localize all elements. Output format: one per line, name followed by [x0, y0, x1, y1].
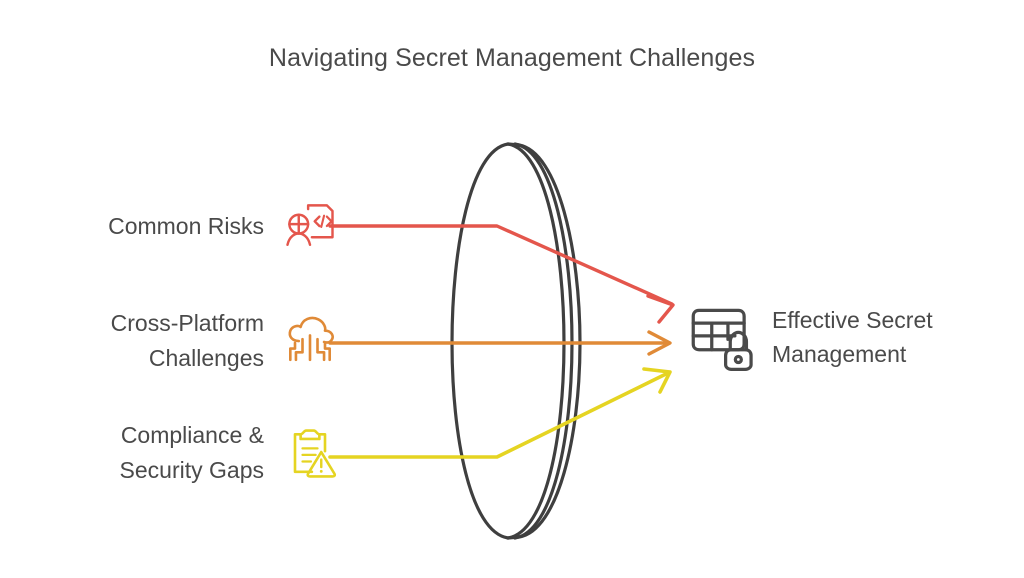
outcome-label: Effective Secret Management — [772, 306, 933, 368]
outcome-item-effective-secret-management[interactable]: Effective Secret Management — [684, 300, 933, 374]
input-label-compliance: Compliance & Security Gaps — [119, 422, 264, 483]
clipboard-warning-icon — [293, 428, 337, 478]
orange-connector-arrow — [328, 330, 672, 356]
input-item-compliance[interactable]: Compliance & Security Gaps — [20, 418, 340, 487]
input-item-common-risks[interactable]: Common Risks — [20, 196, 340, 256]
page-title: Navigating Secret Management Challenges — [268, 44, 756, 72]
input-item-cross-platform[interactable]: Cross-Platform Challenges — [20, 306, 340, 375]
table-lock-icon — [691, 308, 753, 371]
input-label-cross-platform: Cross-Platform Challenges — [110, 310, 264, 371]
lens-shape — [450, 142, 582, 540]
input-label-common-risks: Common Risks — [108, 212, 264, 239]
hacker-code-document-icon — [286, 204, 334, 246]
yellow-connector-arrow — [328, 367, 672, 459]
red-connector-arrow — [328, 224, 675, 324]
cloud-circuit-icon — [288, 316, 334, 361]
